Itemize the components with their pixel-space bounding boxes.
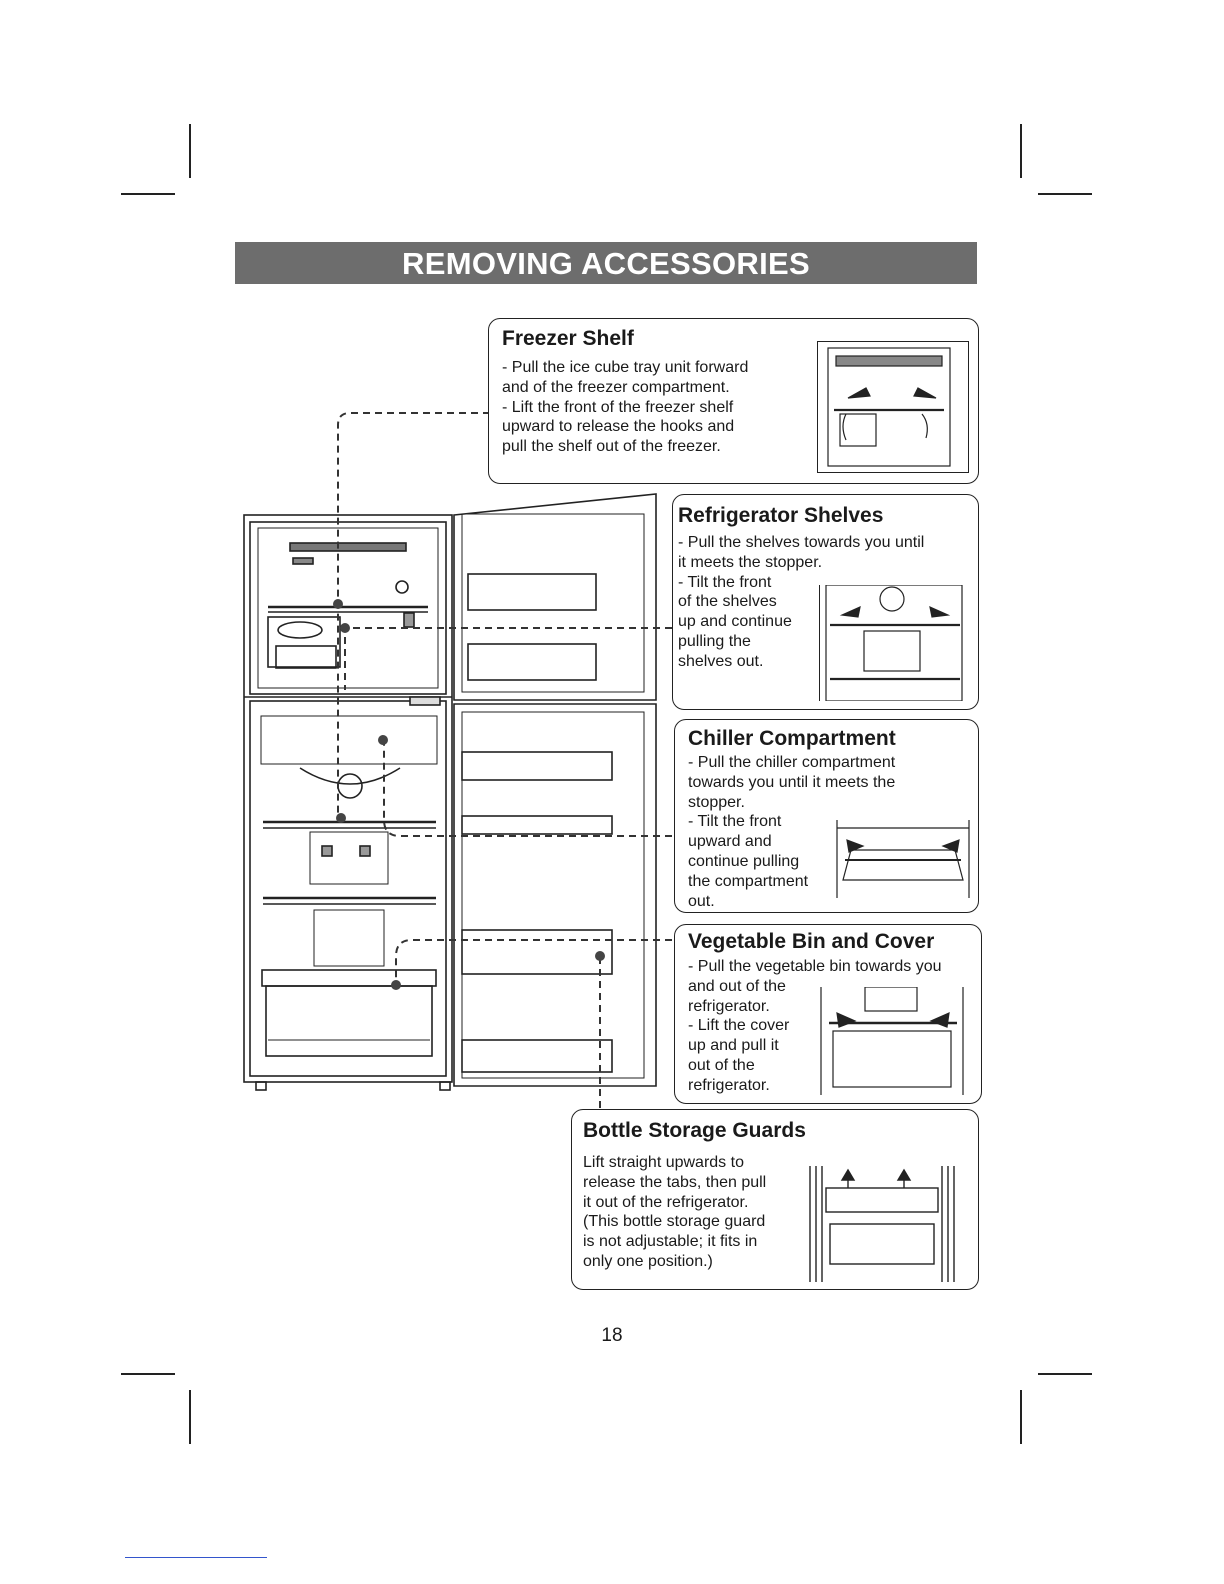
vegetable-bin-line: up and pull it — [688, 1037, 779, 1055]
bottle-guards-line: is not adjustable; it fits in — [583, 1233, 758, 1251]
crop-mark-top-left-v — [189, 124, 191, 178]
chiller-compartment-line: - Tilt the front — [688, 813, 782, 831]
freezer-shelf-line: - Lift the front of the freezer shelf — [502, 398, 734, 416]
vegetable-bin-title: Vegetable Bin and Cover — [688, 930, 935, 953]
bottle-guards-line: only one position.) — [583, 1252, 713, 1270]
freezer-shelf-title: Freezer Shelf — [502, 327, 634, 350]
refrigerator-shelves-line: - Tilt the front — [678, 573, 772, 591]
vegetable-bin-line: - Pull the vegetable bin towards you — [688, 958, 942, 975]
crop-mark-top-left-h — [121, 193, 175, 195]
chiller-compartment-line: stopper. — [688, 793, 745, 811]
vegetable-bin-line: refrigerator. — [688, 1076, 770, 1094]
bottle-guards-image — [806, 1166, 962, 1282]
refrigerator-shelves-line: shelves out. — [678, 652, 764, 670]
freezer-shelf-box: Freezer Shelf - Pull the ice cube tray u… — [488, 318, 979, 484]
vegetable-bin-box: Vegetable Bin and Cover - Pull the veget… — [674, 924, 982, 1104]
bottle-guards-box: Bottle Storage Guards Lift straight upwa… — [571, 1109, 979, 1290]
chiller-compartment-line: upward and — [688, 833, 772, 851]
refrigerator-shelves-title: Refrigerator Shelves — [678, 504, 884, 527]
bottle-guards-line: release the tabs, then pull — [583, 1173, 767, 1191]
crop-mark-bottom-left-v — [189, 1390, 191, 1444]
vegetable-bin-line: out of the — [688, 1056, 755, 1074]
crop-mark-top-right-h — [1038, 193, 1092, 195]
freezer-shelf-image — [817, 341, 969, 473]
footer-rule — [125, 1557, 267, 1558]
freezer-shelf-line: pull the shelf out of the freezer. — [502, 438, 721, 456]
vegetable-bin-line: refrigerator. — [688, 997, 770, 1015]
refrigerator-shelves-line: pulling the — [678, 632, 751, 650]
refrigerator-shelves-line: up and continue — [678, 613, 792, 631]
page-number: 18 — [601, 1325, 623, 1346]
crop-mark-bottom-right-h — [1038, 1373, 1092, 1375]
crop-mark-bottom-left-h — [121, 1373, 175, 1375]
crop-mark-top-right-v — [1020, 124, 1022, 178]
chiller-compartment-title: Chiller Compartment — [688, 727, 896, 750]
vegetable-bin-image — [817, 987, 969, 1095]
vegetable-bin-line: - Lift the cover — [688, 1017, 790, 1035]
page-title: REMOVING ACCESSORIES — [235, 242, 977, 284]
refrigerator-shelves-image — [819, 585, 969, 701]
chiller-compartment-line: the compartment — [688, 872, 809, 890]
freezer-shelf-line: upward to release the hooks and — [502, 418, 735, 436]
refrigerator-shelves-line: of the shelves — [678, 593, 777, 611]
bottle-guards-title: Bottle Storage Guards — [583, 1119, 806, 1142]
chiller-compartment-line: continue pulling — [688, 852, 800, 870]
crop-mark-bottom-right-v — [1020, 1390, 1022, 1444]
bottle-guards-line: it out of the refrigerator. — [583, 1193, 749, 1211]
bottle-guards-line: Lift straight upwards to — [583, 1154, 744, 1171]
chiller-compartment-image — [833, 820, 973, 898]
refrigerator-shelves-box: Refrigerator Shelves - Pull the shelves … — [672, 494, 979, 710]
chiller-compartment-box: Chiller Compartment - Pull the chiller c… — [674, 719, 979, 913]
refrigerator-shelves-line: - Pull the shelves towards you until — [678, 534, 925, 551]
vegetable-bin-line: and out of the — [688, 977, 786, 995]
freezer-shelf-line: and of the freezer compartment. — [502, 378, 730, 396]
chiller-compartment-line: out. — [688, 892, 715, 910]
chiller-compartment-line: towards you until it meets the — [688, 773, 896, 791]
refrigerator-shelves-line: it meets the stopper. — [678, 553, 823, 571]
bottle-guards-line: (This bottle storage guard — [583, 1213, 766, 1231]
chiller-compartment-line: - Pull the chiller compartment — [688, 754, 896, 771]
freezer-shelf-line: - Pull the ice cube tray unit forward — [502, 359, 749, 376]
